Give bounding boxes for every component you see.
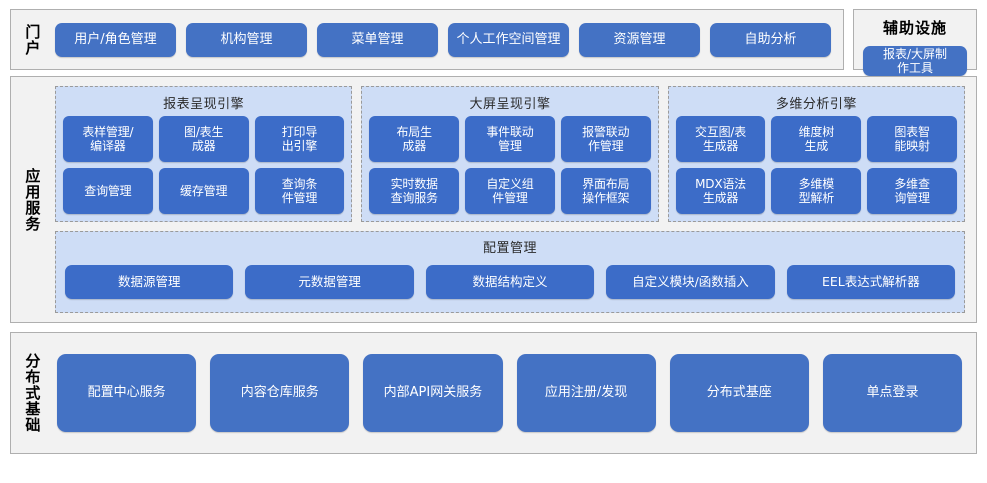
config-group: 配置管理 数据源管理 元数据管理 数据结构定义 自定义模块/函数插入 EEL表达… xyxy=(55,231,965,313)
report-item-cache-management[interactable]: 缓存管理 xyxy=(158,168,249,214)
bigscreen-item-event-linkage[interactable]: 事件联动 管理 xyxy=(465,116,555,162)
engine-group-report-items: 表样管理/ 编译器 图/表生 成器 打印导 出引擎 查询管理 缓存管理 查询条 … xyxy=(63,116,345,214)
portal-item-self-service-analysis[interactable]: 自助分析 xyxy=(710,22,831,57)
top-area: 门户 用户/角色管理 机构管理 菜单管理 个人工作空间管理 资源管理 自助分析 … xyxy=(10,9,977,261)
engine-group-report-title: 报表呈现引擎 xyxy=(163,97,245,112)
app-services-body: 报表呈现引擎 表样管理/ 编译器 图/表生 成器 打印导 出引擎 查询管理 缓存… xyxy=(53,77,976,322)
engine-group-report: 报表呈现引擎 表样管理/ 编译器 图/表生 成器 打印导 出引擎 查询管理 缓存… xyxy=(55,86,353,222)
distributed-base-label: 分布式基础 xyxy=(11,333,53,453)
portal-item-org[interactable]: 机构管理 xyxy=(186,22,307,57)
portal-item-menu[interactable]: 菜单管理 xyxy=(317,22,438,57)
report-item-query-condition-management[interactable]: 查询条 件管理 xyxy=(254,168,345,214)
distributed-base-label-text: 分布式基础 xyxy=(23,353,42,433)
portal-item-user-role[interactable]: 用户/角色管理 xyxy=(55,22,176,57)
base-item-config-center[interactable]: 配置中心服务 xyxy=(57,354,197,432)
olap-item-dimension-tree[interactable]: 维度树 生成 xyxy=(771,116,862,162)
portal-label-text: 门户 xyxy=(23,23,42,56)
olap-item-mdx-generator[interactable]: MDX语法 生成器 xyxy=(675,168,766,214)
portal-item-list: 用户/角色管理 机构管理 菜单管理 个人工作空间管理 资源管理 自助分析 xyxy=(53,10,843,69)
engine-group-bigscreen-items: 布局生 成器 事件联动 管理 报警联动 作管理 实时数据 查询服务 自定义组 件… xyxy=(369,116,651,214)
aux-panel: 辅助设施 报表/大屏制 作工具 工作流引擎 定时任务调度 运行日志 权限管理 消… xyxy=(853,9,977,261)
report-item-template-compiler[interactable]: 表样管理/ 编译器 xyxy=(63,116,153,162)
portal-panel: 门户 用户/角色管理 机构管理 菜单管理 个人工作空间管理 资源管理 自助分析 xyxy=(10,9,844,70)
engine-group-olap-items: 交互图/表 生成器 维度树 生成 图表智 能映射 MDX语法 生成器 多维模 型… xyxy=(675,116,957,214)
mid-area: 应用服务 报表呈现引擎 表样管理/ 编译器 图/表生 成器 打印导 出引擎 查询… xyxy=(10,76,977,323)
app-services-label: 应用服务 xyxy=(11,77,53,322)
engine-row: 报表呈现引擎 表样管理/ 编译器 图/表生 成器 打印导 出引擎 查询管理 缓存… xyxy=(55,86,965,222)
config-item-list: 数据源管理 元数据管理 数据结构定义 自定义模块/函数插入 EEL表达式解析器 xyxy=(65,260,956,304)
bigscreen-item-layout-generator[interactable]: 布局生 成器 xyxy=(369,116,460,162)
config-item-data-structure[interactable]: 数据结构定义 xyxy=(425,265,595,299)
config-item-metadata[interactable]: 元数据管理 xyxy=(245,265,414,299)
report-item-print-export-engine[interactable]: 打印导 出引擎 xyxy=(254,116,345,162)
olap-item-smart-chart-mapping[interactable]: 图表智 能映射 xyxy=(867,116,957,162)
engine-group-olap-title: 多维分析引擎 xyxy=(775,97,857,112)
base-item-content-repository[interactable]: 内容仓库服务 xyxy=(210,354,350,432)
config-item-eel-expression-parser[interactable]: EEL表达式解析器 xyxy=(786,265,956,299)
config-group-title: 配置管理 xyxy=(482,241,537,256)
bigscreen-item-alarm-linkage-action[interactable]: 报警联动 作管理 xyxy=(560,116,651,162)
olap-item-query-management[interactable]: 多维查 询管理 xyxy=(867,168,957,214)
olap-item-model-parser[interactable]: 多维模 型解析 xyxy=(771,168,862,214)
bigscreen-item-realtime-query-service[interactable]: 实时数据 查询服务 xyxy=(369,168,460,214)
aux-panel-title: 辅助设施 xyxy=(882,19,947,37)
config-item-datasource[interactable]: 数据源管理 xyxy=(65,265,234,299)
aux-item-report-screen-tool[interactable]: 报表/大屏制 作工具 xyxy=(863,46,967,76)
base-item-distributed-foundation[interactable]: 分布式基座 xyxy=(669,354,809,432)
bigscreen-item-custom-component[interactable]: 自定义组 件管理 xyxy=(465,168,555,214)
distributed-base-item-list: 配置中心服务 内容仓库服务 内部API网关服务 应用注册/发现 分布式基座 单点… xyxy=(53,333,976,453)
base-item-internal-api-gateway[interactable]: 内部API网关服务 xyxy=(363,354,503,432)
base-item-sso[interactable]: 单点登录 xyxy=(822,354,963,432)
app-services-label-text: 应用服务 xyxy=(23,167,42,232)
distributed-base-panel: 分布式基础 配置中心服务 内容仓库服务 内部API网关服务 应用注册/发现 分布… xyxy=(10,332,977,454)
engine-group-bigscreen-title: 大屏呈现引擎 xyxy=(469,97,551,112)
portal-item-workspace[interactable]: 个人工作空间管理 xyxy=(448,22,569,57)
portal-item-resource[interactable]: 资源管理 xyxy=(579,22,700,57)
report-item-query-management[interactable]: 查询管理 xyxy=(63,168,153,214)
config-item-custom-module-function[interactable]: 自定义模块/函数插入 xyxy=(606,265,775,299)
report-item-chart-table-generator[interactable]: 图/表生 成器 xyxy=(158,116,249,162)
bigscreen-item-ui-layout-framework[interactable]: 界面布局 操作框架 xyxy=(560,168,651,214)
engine-group-olap: 多维分析引擎 交互图/表 生成器 维度树 生成 图表智 能映射 MDX语法 生成… xyxy=(667,86,965,222)
portal-label: 门户 xyxy=(11,10,53,69)
olap-item-interactive-chart-generator[interactable]: 交互图/表 生成器 xyxy=(675,116,766,162)
base-item-app-registry-discovery[interactable]: 应用注册/发现 xyxy=(516,354,656,432)
app-services-panel: 应用服务 报表呈现引擎 表样管理/ 编译器 图/表生 成器 打印导 出引擎 查询… xyxy=(10,76,977,323)
engine-group-bigscreen: 大屏呈现引擎 布局生 成器 事件联动 管理 报警联动 作管理 实时数据 查询服务… xyxy=(361,86,659,222)
